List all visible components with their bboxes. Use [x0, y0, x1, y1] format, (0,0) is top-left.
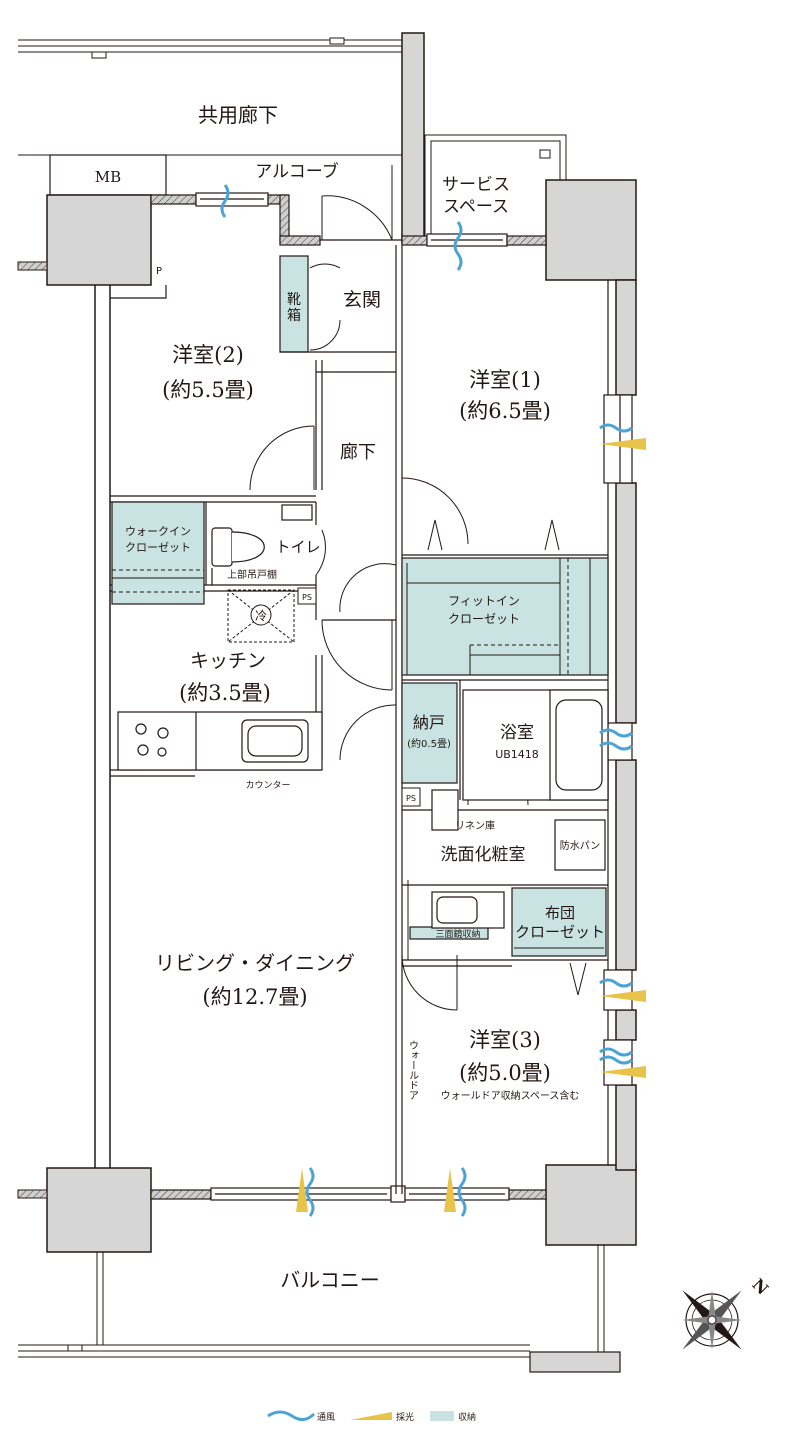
compass-north-label: N — [748, 1275, 772, 1299]
kitchen-counter — [117, 711, 323, 771]
balcony-label: バルコニー — [280, 1268, 380, 1292]
linen-label: リネン庫 — [455, 819, 495, 832]
fridge-icon — [250, 604, 272, 626]
ps-box-wash — [401, 787, 421, 807]
counter-label: カウンター — [245, 780, 290, 791]
pillar-top — [401, 32, 425, 244]
ventilation-legend-label: 通風 — [317, 1412, 335, 1423]
service-space-label-1: サービス — [442, 175, 510, 195]
alcove-label: アルコーブ — [255, 161, 338, 182]
kitchen-name: キッチン — [190, 650, 266, 672]
fit-closet-label-1: フィットイン — [448, 594, 520, 608]
upper-cabinet-label: 上部吊戸棚 — [227, 568, 277, 581]
ps-label-2: PS — [406, 794, 416, 803]
western3-size: (約5.0畳) — [459, 1061, 551, 1085]
bath-fixtures — [431, 689, 609, 929]
compass-icon — [682, 1290, 742, 1350]
waterproof-pan-label: 防水パン — [560, 839, 601, 852]
legend: 通風 採光 収納 — [267, 1410, 476, 1423]
structural-columns — [46, 179, 637, 1253]
washroom-label: 洗面化粧室 — [441, 845, 526, 865]
storage-details — [112, 558, 604, 949]
storage-legend-icon — [430, 1411, 454, 1421]
western3-name: 洋室(3) — [469, 1028, 541, 1052]
corridor-rail — [18, 37, 405, 156]
exterior-wall-left — [17, 261, 111, 1199]
futon-label-2: クローゼット — [515, 923, 605, 941]
wind-light-indicators — [220, 184, 646, 1217]
ventilation-legend-icon — [267, 1410, 316, 1421]
service-space-rail — [424, 134, 567, 236]
hallway-label: 廊下 — [340, 442, 376, 463]
toilet-label: トイレ — [275, 538, 320, 556]
fit-closet-label-2: クローゼット — [448, 612, 520, 626]
light-legend-label: 採光 — [396, 1411, 414, 1423]
ps-box-kitchen — [297, 587, 317, 605]
storage-size: (約0.5畳) — [407, 737, 451, 750]
ps-label-1: PS — [302, 593, 312, 602]
entrance-label: 玄関 — [343, 289, 381, 311]
light-legend-icon — [350, 1412, 392, 1420]
balcony-rail — [18, 1245, 621, 1373]
western3-note: ウォールドア収納スペース含む — [441, 1089, 580, 1102]
living-name: リビング・ダイニング — [155, 951, 355, 975]
kitchen-size: (約3.5畳) — [179, 681, 271, 705]
bath-name: 浴室 — [500, 723, 534, 743]
wic-label-2: クローゼット — [125, 541, 191, 554]
western1-size: (約6.5畳) — [459, 399, 551, 423]
western2-size: (約5.5畳) — [162, 378, 254, 402]
mirror-storage-label: 三面鏡収納 — [435, 928, 480, 940]
wall-door-shelf — [401, 880, 409, 960]
wic-label-1: ウォークイン — [125, 525, 191, 538]
living-size: (約12.7畳) — [202, 985, 307, 1009]
pipe-label: P — [156, 266, 162, 277]
storage-name: 納戸 — [413, 713, 445, 732]
western2-name: 洋室(2) — [172, 343, 244, 367]
shoe-box-label-1: 靴 — [287, 292, 301, 308]
storage-legend-label: 収納 — [458, 1411, 476, 1423]
western1-name: 洋室(1) — [469, 368, 541, 392]
interior-walls — [110, 245, 608, 1194]
storage-areas — [111, 501, 609, 957]
exterior-wall-bottom — [150, 1185, 547, 1203]
futon-label-1: 布団 — [545, 904, 575, 922]
bath-code: UB1418 — [495, 748, 539, 761]
service-space-label-2: スペース — [443, 197, 509, 217]
common-corridor-label: 共用廊下 — [198, 103, 278, 127]
mb-label: MB — [95, 168, 121, 186]
fridge-label: 冷 — [255, 609, 267, 623]
shoe-box-label-2: 箱 — [287, 308, 301, 324]
exterior-wall-top — [150, 192, 547, 247]
mb-box — [49, 154, 167, 196]
wall-door-label: ウォールドア — [407, 1040, 419, 1100]
exterior-wall-right — [603, 280, 633, 1165]
toilet-fixture — [211, 504, 313, 585]
